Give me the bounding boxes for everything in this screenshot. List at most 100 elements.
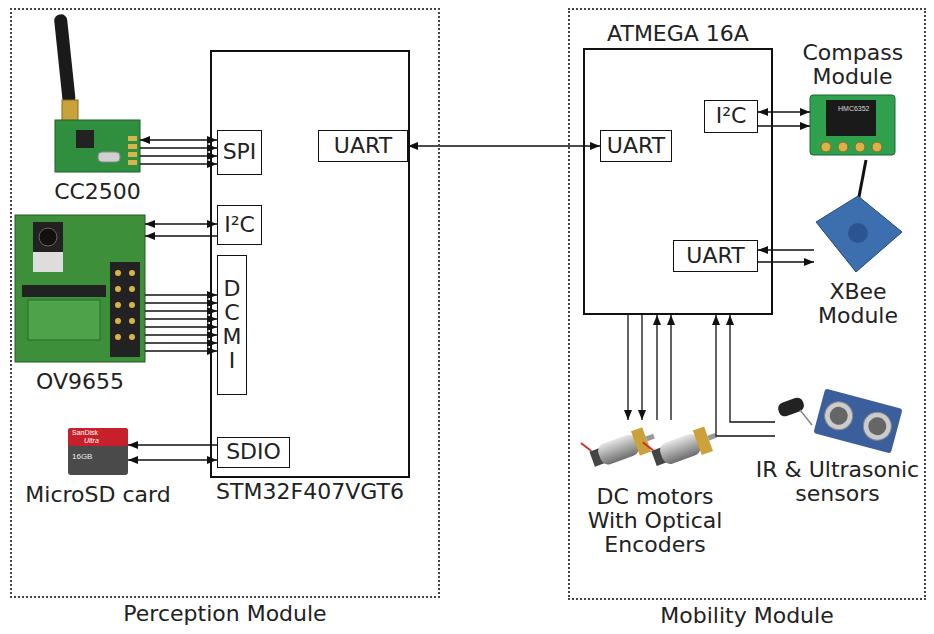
module-region: Mobility ModuleATMEGA 16AUARTI²CUARTComp… bbox=[568, 8, 926, 600]
label-holder: CC2500 bbox=[54, 180, 141, 204]
signal-connector bbox=[140, 155, 217, 156]
ir-sensor-picture bbox=[776, 396, 812, 425]
label-holder: Mobility Module bbox=[660, 604, 833, 628]
ov9655-picture-part bbox=[115, 318, 121, 324]
label-holder: IR & Ultrasonic sensors bbox=[755, 458, 920, 506]
interface-box: SPI bbox=[217, 130, 262, 175]
interface-box: UART bbox=[318, 130, 408, 162]
signal-connector bbox=[145, 302, 217, 303]
signal-connector bbox=[716, 315, 775, 436]
ov9655-picture-part bbox=[129, 302, 135, 308]
ov9655-picture-part bbox=[129, 286, 135, 292]
device-label: Compass Module bbox=[803, 41, 903, 89]
ov9655-picture-part bbox=[115, 286, 121, 292]
signal-connector bbox=[140, 139, 217, 140]
interface-label: I²C bbox=[716, 104, 747, 128]
signal-connector bbox=[145, 310, 217, 311]
device-module: XBee Module bbox=[814, 195, 902, 272]
signal-connector bbox=[641, 315, 642, 420]
cc2500-picture-part bbox=[62, 100, 78, 122]
signal-connector bbox=[408, 145, 600, 146]
signal-connector bbox=[145, 294, 217, 295]
dc-motor-picture bbox=[581, 419, 659, 473]
ultrasonic-sensor-picture-part bbox=[813, 388, 902, 453]
interface-label: UART bbox=[334, 134, 392, 158]
device-module: Compass Module bbox=[810, 95, 895, 155]
microcontroller-box: STM32F407VGT6SPII²CDCMISDIOUART bbox=[210, 50, 410, 478]
signal-connector bbox=[140, 163, 217, 164]
signal-connector bbox=[140, 147, 217, 148]
chip-marking: HMC6352 bbox=[838, 105, 870, 112]
interface-label: DCMI bbox=[221, 277, 243, 374]
ov9655-picture-part bbox=[115, 334, 121, 340]
signal-connector bbox=[758, 249, 814, 250]
ov9655-picture-part bbox=[39, 228, 57, 246]
device-label: DC motors With Optical Encoders bbox=[575, 485, 735, 558]
ov9655-picture bbox=[15, 215, 145, 362]
interface-label: SPI bbox=[223, 140, 257, 164]
signal-connector bbox=[128, 459, 217, 460]
signal-connector bbox=[758, 111, 810, 112]
signal-connector bbox=[730, 315, 775, 422]
ultrasonic-sensor-picture-part bbox=[860, 409, 894, 443]
compass-picture-part bbox=[838, 142, 848, 152]
label-holder: OV9655 bbox=[36, 370, 124, 394]
chip-marking: SanDisk bbox=[72, 429, 98, 436]
device-label: OV9655 bbox=[36, 370, 124, 394]
cc2500-picture-part bbox=[128, 152, 137, 157]
label-holder: STM32F407VGT6 bbox=[216, 480, 404, 504]
signal-connector bbox=[145, 350, 217, 351]
compass-picture-part bbox=[855, 142, 865, 152]
signal-connector bbox=[145, 318, 217, 319]
ov9655-picture-part bbox=[15, 215, 145, 362]
label-holder: Compass Module bbox=[803, 41, 903, 89]
cc2500-picture bbox=[54, 14, 140, 172]
ov9655-picture-part bbox=[110, 262, 140, 357]
label-holder: XBee Module bbox=[808, 280, 908, 328]
signal-connector bbox=[145, 342, 217, 343]
chip-marking: 16GB bbox=[72, 453, 92, 461]
label-holder: ATMEGA 16A bbox=[607, 22, 749, 46]
device-label: XBee Module bbox=[808, 280, 908, 328]
compass-picture-part bbox=[826, 100, 876, 136]
device-module: CC2500 bbox=[55, 120, 140, 172]
xbee-picture-part bbox=[816, 196, 902, 272]
device-module: OV9655 bbox=[15, 215, 145, 362]
signal-connector bbox=[145, 334, 217, 335]
signal-connector bbox=[145, 223, 217, 224]
ultrasonic-sensor-picture-part bbox=[866, 415, 888, 437]
module-region: Perception ModuleCC2500OV9655MicroSD car… bbox=[10, 8, 440, 598]
signal-connector bbox=[758, 261, 814, 262]
signal-connector bbox=[627, 315, 628, 420]
dc-motor-picture-part bbox=[581, 441, 591, 454]
cc2500-picture-part bbox=[128, 144, 137, 149]
dc-motor-picture-part bbox=[646, 434, 655, 441]
cc2500-picture-part bbox=[128, 160, 137, 165]
ov9655-picture-part bbox=[33, 222, 63, 252]
device-module: IR & Ultrasonic sensors bbox=[775, 392, 900, 448]
signal-connector bbox=[670, 315, 671, 420]
label-holder: DC motors With Optical Encoders bbox=[575, 485, 735, 558]
microsd-picture-part bbox=[68, 428, 128, 475]
ov9655-picture-part bbox=[115, 302, 121, 308]
interface-label: I²C bbox=[224, 213, 255, 237]
ultrasonic-sensor-picture bbox=[813, 388, 902, 453]
module-label: Perception Module bbox=[123, 602, 326, 626]
signal-connector bbox=[656, 315, 657, 420]
compass-picture-part bbox=[821, 142, 831, 152]
signal-connector bbox=[128, 444, 217, 445]
interface-box: UART bbox=[673, 240, 758, 272]
cc2500-picture-part bbox=[54, 14, 76, 105]
cc2500-picture-part bbox=[98, 152, 120, 162]
cc2500-picture-part bbox=[55, 120, 140, 172]
cc2500-picture-part bbox=[76, 130, 94, 148]
device-label: MicroSD card bbox=[25, 483, 170, 507]
ov9655-picture-part bbox=[33, 252, 63, 272]
microcontroller-box: ATMEGA 16AUARTI²CUART bbox=[583, 48, 773, 315]
interface-box: I²C bbox=[704, 100, 758, 133]
interface-box: UART bbox=[600, 130, 672, 162]
interface-box: DCMI bbox=[217, 255, 247, 395]
dc-motor-picture-part bbox=[693, 426, 713, 455]
